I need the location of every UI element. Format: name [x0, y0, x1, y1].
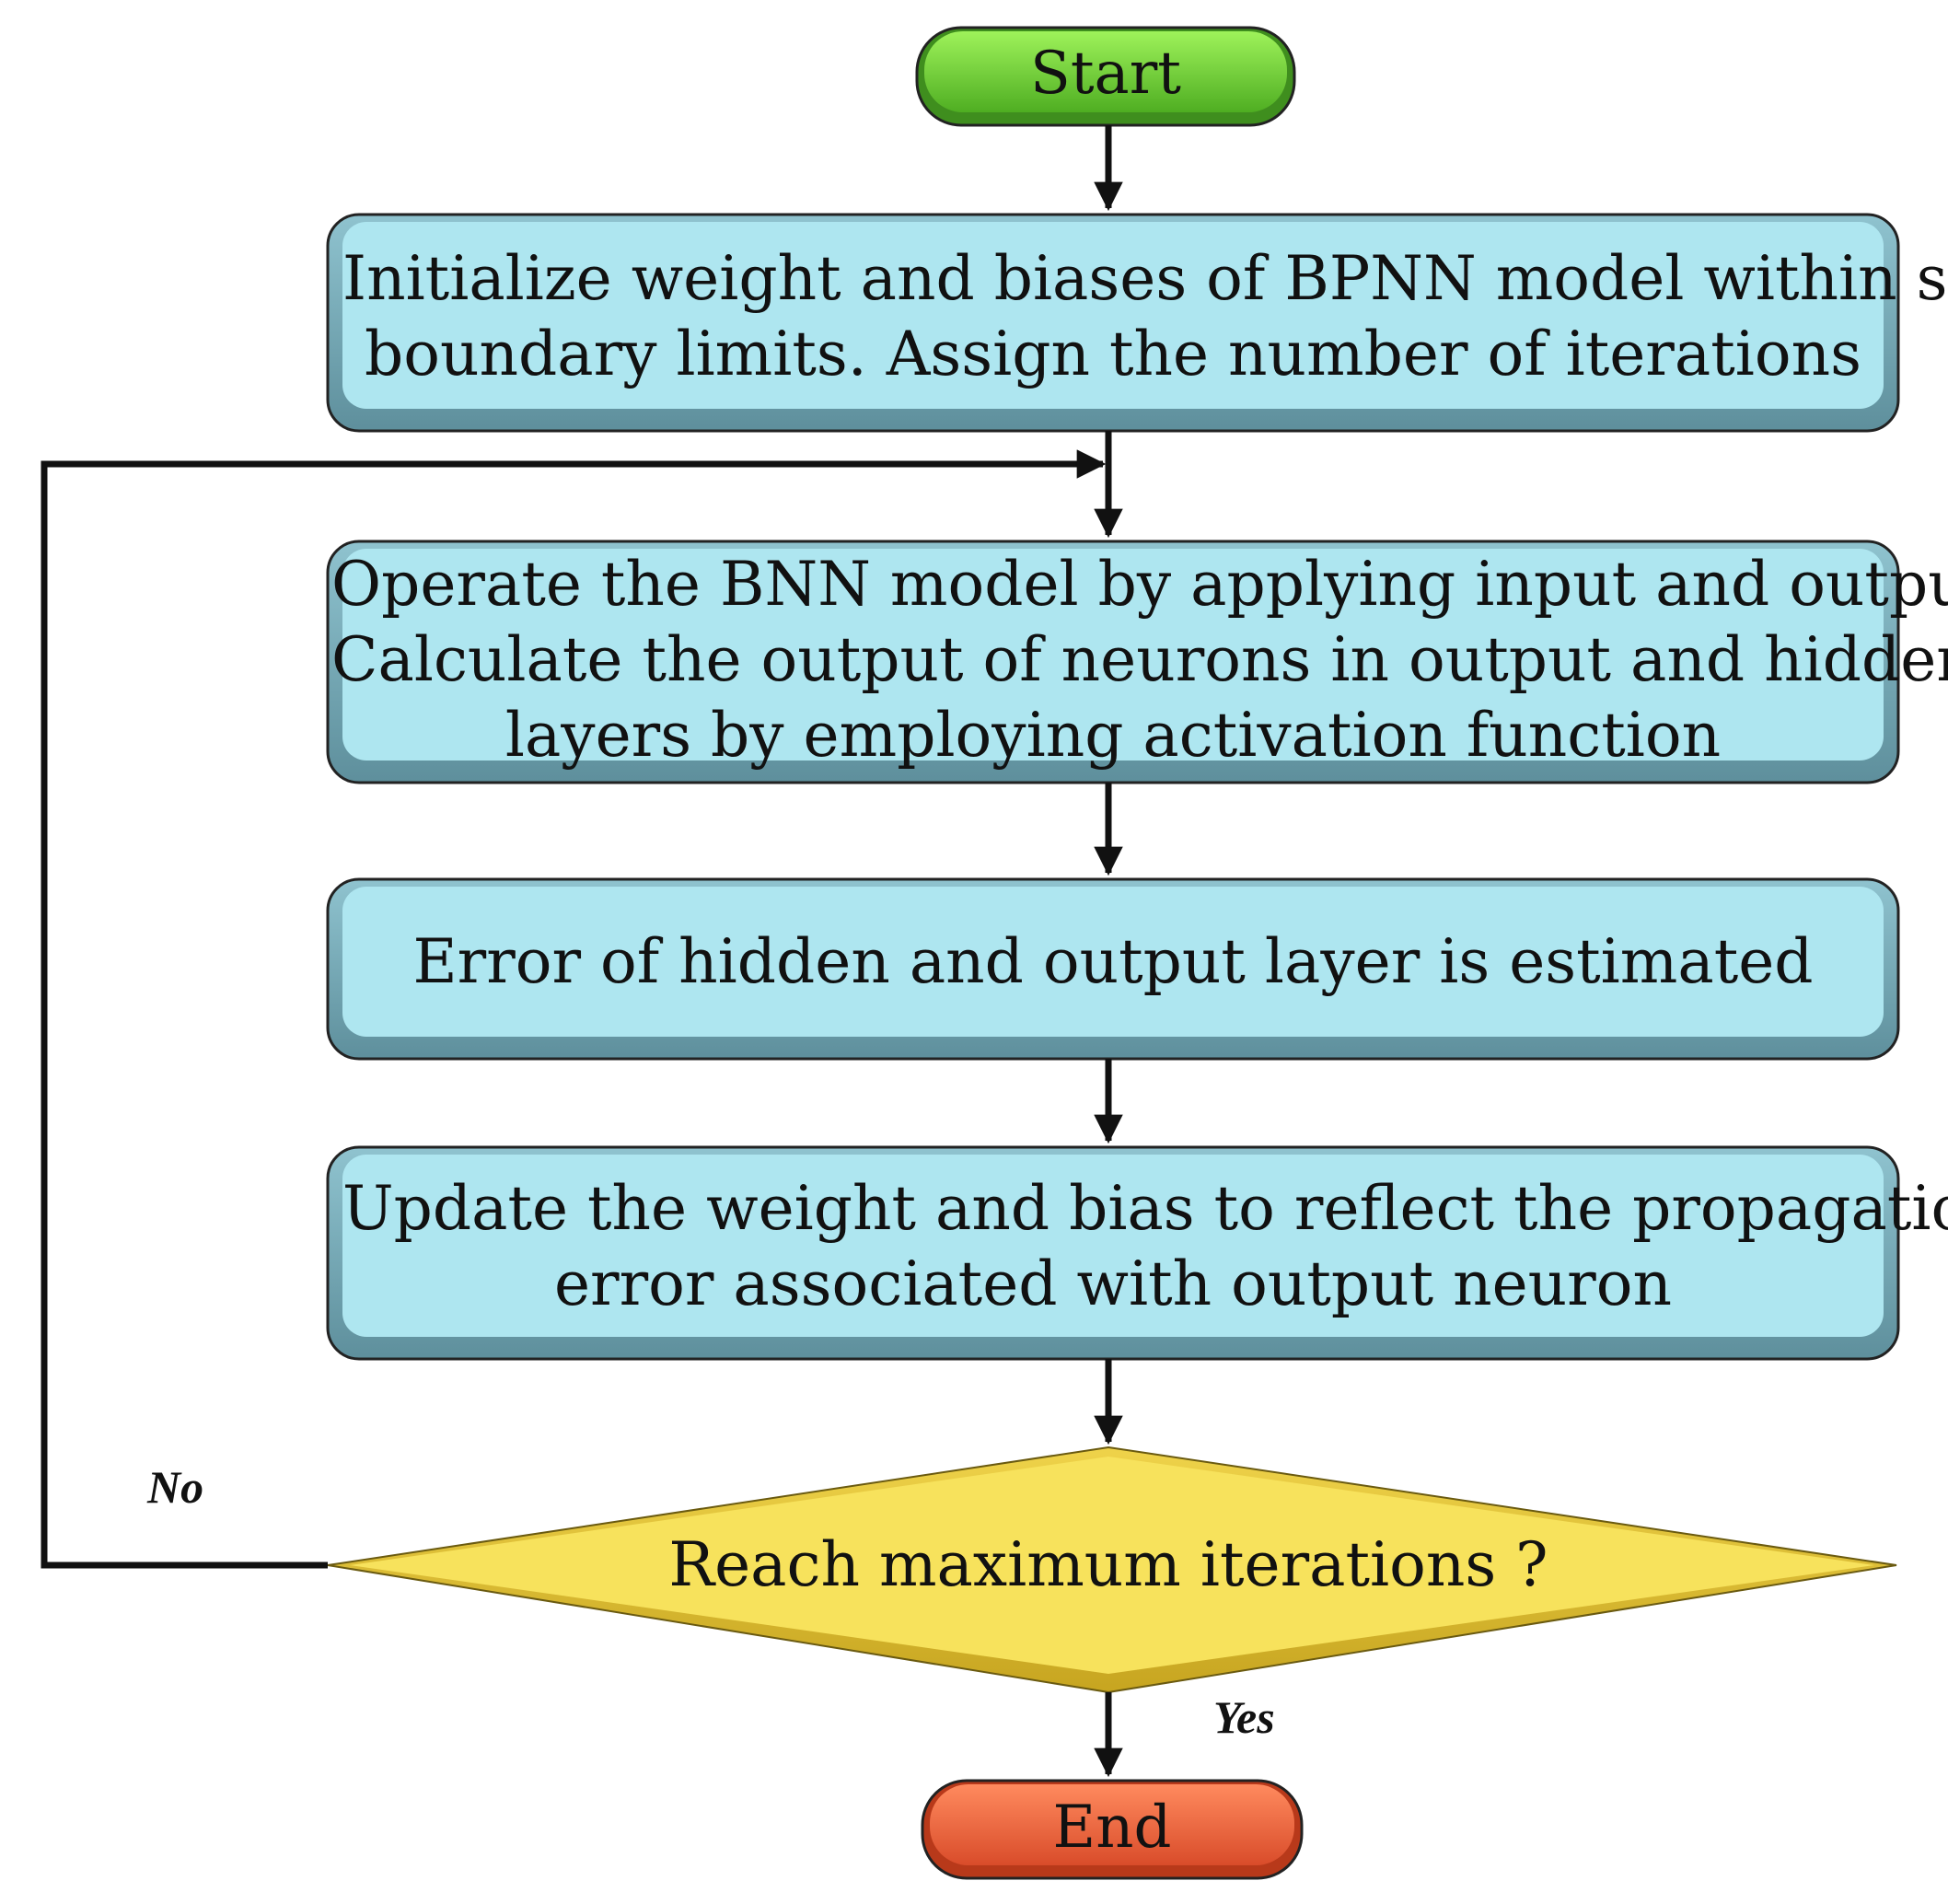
end-node [921, 1779, 1304, 1880]
operate-line-2: Calculate the output of neurons in outpu… [331, 624, 1948, 695]
init-line-2: boundary limits. Assign the number of it… [365, 319, 1861, 389]
error-line-1: Error of hidden and output layer is esti… [412, 926, 1814, 997]
update-line-1: Update the weight and bias to reflect th… [342, 1173, 1948, 1244]
yes-branch-label: Yes [1213, 1691, 1275, 1743]
no-branch-label: No [147, 1461, 204, 1513]
init-line-1: Initialize weight and biases of BPNN mod… [342, 243, 1948, 314]
start-node [915, 26, 1296, 127]
arrow-no-loop [41, 449, 1107, 1569]
init-node [326, 213, 1900, 433]
error-node [326, 877, 1900, 1061]
update-line-2: error associated with output neuron [554, 1248, 1672, 1319]
operate-line-3: layers by employing activation function [504, 700, 1722, 771]
operate-node [326, 540, 1900, 784]
connectors [41, 125, 1123, 1778]
operate-line-1: Operate the BNN model by applying input … [331, 549, 1948, 620]
update-node [326, 1145, 1900, 1361]
init-text: Initialize weight and biases of BPNN mod… [342, 241, 1948, 392]
decision-label: Reach maximum iterations ? [668, 1529, 1548, 1600]
start-label: Start [1029, 40, 1182, 108]
update-text: Update the weight and bias to reflect th… [342, 1171, 1948, 1322]
error-text: Error of hidden and output layer is esti… [342, 924, 1884, 1000]
end-label: End [1052, 1794, 1172, 1862]
operate-text: Operate the BNN model by applying input … [331, 547, 1948, 773]
